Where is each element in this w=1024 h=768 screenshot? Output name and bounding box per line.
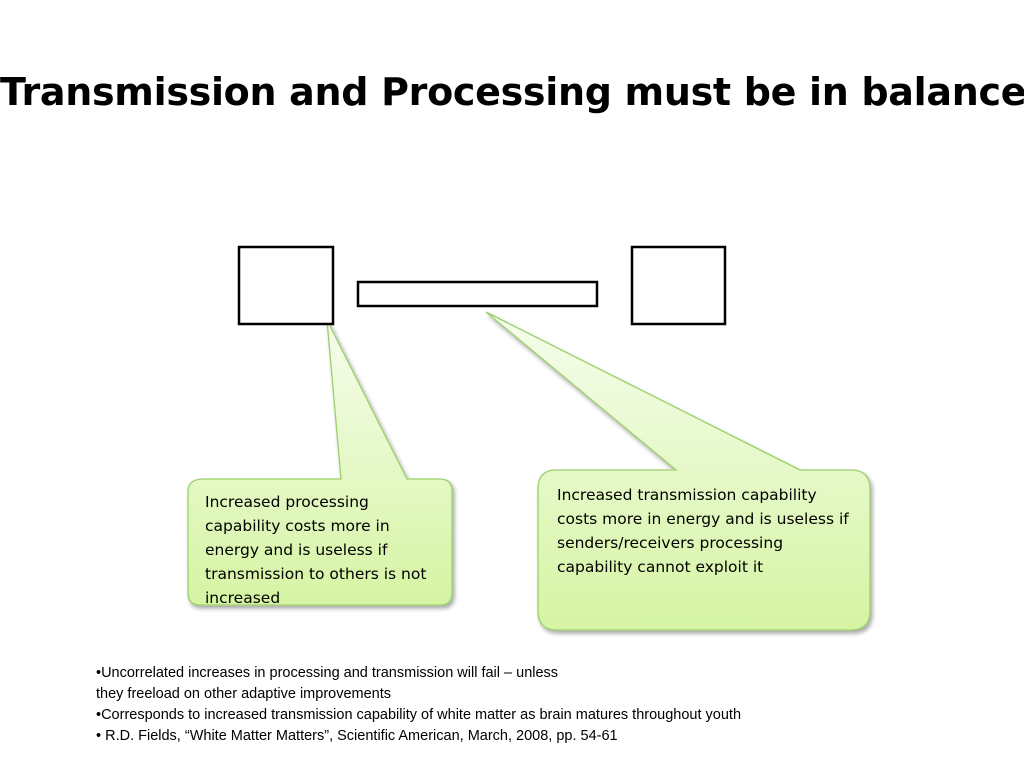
footnote-line: they freeload on other adaptive improvem…: [96, 686, 392, 702]
transmission-channel: [356, 280, 599, 308]
processing-callout: [187, 319, 453, 606]
footnote-line: •Uncorrelated increases in processing an…: [96, 665, 559, 681]
slide-title: Transmission and Processing must be in b…: [0, 70, 1024, 114]
transmission-callout: [485, 311, 871, 631]
footnotes: •Uncorrelated increases in processing an…: [96, 663, 976, 747]
footnote-reference: • R.D. Fields, “White Matter Matters”, S…: [96, 728, 618, 744]
processing-callout-text: Increased processing capability costs mo…: [205, 493, 427, 607]
receiver-box: [630, 245, 727, 326]
sender-box: [237, 245, 335, 326]
transmission-callout-text: Increased transmission capability costs …: [557, 486, 849, 576]
footnote-line: •Corresponds to increased transmission c…: [96, 707, 742, 723]
